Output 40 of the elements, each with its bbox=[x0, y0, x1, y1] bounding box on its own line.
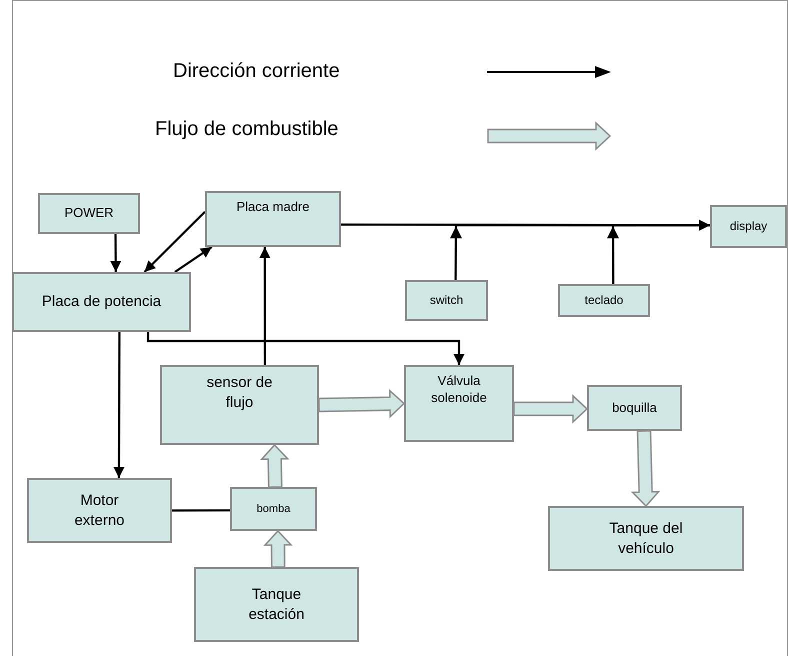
arrow bbox=[144, 210, 206, 273]
box-label: Tanque estación bbox=[248, 585, 306, 624]
process-box bbox=[587, 385, 682, 431]
box-label: Placa de potencia bbox=[42, 292, 162, 312]
process-box bbox=[27, 478, 172, 543]
box-label: teclado bbox=[584, 292, 624, 308]
arrow bbox=[607, 220, 710, 284]
legend-text: Dirección corriente bbox=[173, 60, 340, 82]
arrow bbox=[110, 234, 122, 272]
box-label: switch bbox=[430, 292, 464, 308]
box-label: sensor de flujo bbox=[206, 373, 274, 412]
box-label: POWER bbox=[64, 205, 114, 222]
block-arrow bbox=[630, 430, 660, 508]
block-arrow bbox=[260, 444, 290, 488]
block-arrow bbox=[263, 530, 293, 568]
process-box bbox=[405, 280, 488, 321]
arrow bbox=[259, 247, 270, 365]
block-arrow bbox=[513, 394, 588, 424]
process-box bbox=[12, 272, 191, 332]
arrow bbox=[146, 332, 464, 365]
arrow bbox=[113, 332, 124, 478]
box-label: Tanque del vehículo bbox=[608, 519, 684, 558]
box-label: boquilla bbox=[612, 400, 657, 416]
process-box bbox=[38, 193, 140, 234]
process-box bbox=[710, 205, 787, 248]
process-box bbox=[230, 487, 317, 531]
box-label: Motor externo bbox=[73, 491, 126, 530]
arrow bbox=[174, 246, 212, 273]
legend-text: Flujo de combustible bbox=[155, 118, 338, 140]
box-label: Placa madre bbox=[236, 199, 310, 216]
box-label: display bbox=[730, 218, 768, 234]
process-box bbox=[548, 506, 744, 571]
process-box bbox=[205, 191, 341, 247]
block-arrow bbox=[318, 389, 406, 418]
box-label: Válvula solenoide bbox=[430, 373, 488, 407]
box-label: bomba bbox=[256, 502, 290, 516]
process-box bbox=[404, 365, 514, 442]
process-box bbox=[160, 365, 319, 445]
process-box bbox=[194, 567, 359, 642]
process-box bbox=[558, 284, 650, 317]
